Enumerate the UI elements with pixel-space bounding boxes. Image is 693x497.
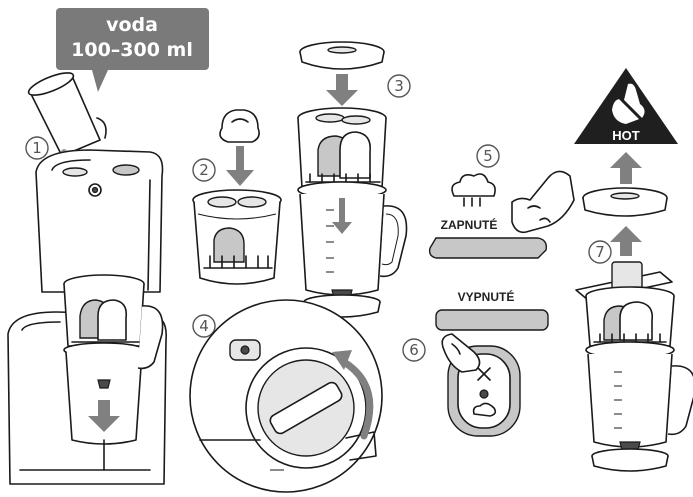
lock-detail-circle (190, 300, 382, 492)
on-label: ZAPNUTÉ (441, 217, 498, 232)
svg-text:4: 4 (199, 317, 209, 335)
step-2-badge: 2 (193, 159, 215, 181)
pressing-hand-step5 (512, 171, 574, 232)
arrow-down-step3 (326, 74, 358, 106)
svg-text:1: 1 (32, 139, 42, 157)
arrow-down-step2 (226, 146, 254, 186)
step-6-badge: 6 (403, 339, 425, 361)
switch-on-position (430, 238, 547, 258)
hot-warning-sign: HOT (574, 68, 678, 144)
sterilizer-jug-step7 (576, 262, 693, 471)
lid-step3 (300, 42, 384, 69)
hot-text: HOT (612, 128, 640, 143)
step-3-badge: 3 (388, 75, 410, 97)
base-unit-step1 (36, 150, 163, 292)
assembled-unit-on-base (8, 275, 166, 484)
svg-text:7: 7 (595, 243, 605, 261)
step-4-badge: 4 (193, 315, 215, 337)
sterilizer-jug-step3 (298, 108, 407, 317)
svg-text:3: 3 (394, 77, 404, 95)
pressing-hand-step6 (442, 334, 479, 372)
arrow-up-step7 (610, 226, 642, 256)
water-callout: voda 100–300 ml (56, 8, 209, 92)
svg-text:2: 2 (199, 161, 209, 179)
lid-step7 (583, 188, 667, 216)
switch-off-position (436, 310, 548, 330)
step-5-badge: 5 (477, 145, 499, 167)
arrow-up-hot (610, 152, 642, 184)
callout-line1: voda (106, 14, 158, 36)
teat-step2 (220, 110, 259, 142)
step-1-badge: 1 (26, 137, 48, 159)
off-label: VYPNUTÉ (458, 289, 515, 304)
step-7-badge: 7 (589, 241, 611, 263)
svg-text:5: 5 (483, 147, 493, 165)
basket-step2 (193, 190, 281, 284)
svg-text:6: 6 (409, 341, 419, 359)
steam-cloud-icon (452, 174, 495, 206)
callout-line2: 100–300 ml (71, 39, 193, 61)
